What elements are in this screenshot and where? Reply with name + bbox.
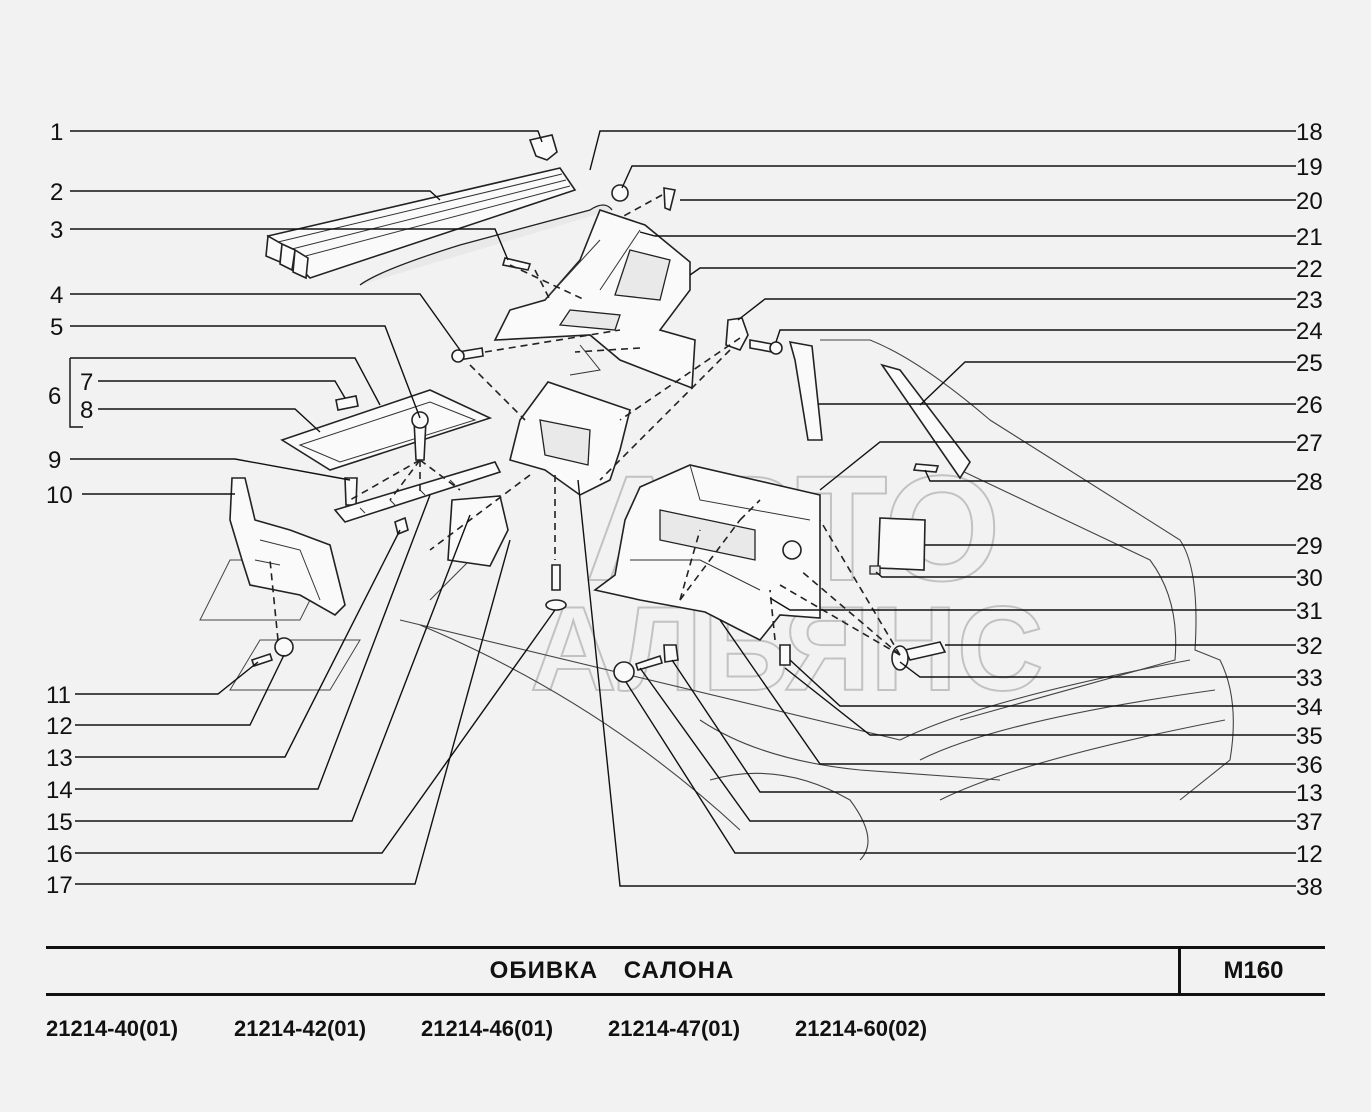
parts-diagram: АВТО АЛЬЯНС (46, 119, 1323, 901)
callout-4: 4 (50, 282, 63, 309)
model-code: 21214-40(01) (46, 1016, 179, 1041)
part-sill-strip-15 (333, 461, 502, 523)
callout-8: 8 (80, 397, 93, 424)
callout-3: 3 (50, 217, 63, 244)
part-screw-16 (551, 564, 561, 591)
diagram-code: М160 (1178, 949, 1326, 993)
vehicle-body-outline (399, 339, 1234, 861)
part-screw-24 (749, 339, 773, 353)
callout-7: 7 (80, 369, 93, 396)
callout-13-right: 13 (1296, 780, 1323, 807)
callout-17: 17 (46, 872, 73, 899)
callout-18: 18 (1296, 119, 1323, 146)
callout-36: 36 (1296, 752, 1323, 779)
part-speaker-grille (782, 540, 802, 560)
part-pillar-trim-21-22 (493, 209, 696, 390)
callout-11: 11 (46, 682, 71, 709)
callout-24: 24 (1296, 318, 1323, 345)
callout-15: 15 (46, 809, 73, 836)
callout-38: 38 (1296, 874, 1323, 901)
part-screw-3 (501, 257, 532, 271)
callout-32: 32 (1296, 633, 1323, 660)
callout-30: 30 (1296, 565, 1323, 592)
part-nut-13 (663, 644, 679, 663)
callout-37: 37 (1296, 809, 1323, 836)
callout-13: 13 (46, 745, 73, 772)
part-screw-28 (912, 463, 940, 473)
model-code: 21214-47(01) (608, 1016, 741, 1041)
callout-12-right: 12 (1296, 841, 1323, 868)
part-side-panel-38 (509, 381, 631, 496)
part-shelf-6 (280, 389, 493, 471)
callout-9: 9 (48, 447, 61, 474)
callout-5: 5 (50, 314, 63, 341)
callout-22: 22 (1296, 256, 1323, 283)
part-seal-strip-2 (265, 167, 577, 280)
model-code: 21214-46(01) (421, 1016, 554, 1041)
part-screw-head-4 (451, 349, 465, 363)
assembly-arrows (269, 194, 901, 656)
part-rod-18 (359, 204, 613, 286)
part-screw-9 (344, 477, 358, 506)
leader-lines (69, 130, 1296, 887)
callout-1: 1 (50, 119, 63, 146)
part-cap-12 (274, 637, 294, 657)
part-panel-29 (877, 517, 926, 571)
callout-16: 16 (46, 841, 73, 868)
part-clip-1 (528, 134, 558, 161)
callout-33: 33 (1296, 665, 1323, 692)
callout-25: 25 (1296, 350, 1323, 377)
callout-2: 2 (50, 179, 63, 206)
part-plug-30 (869, 565, 881, 575)
part-arch-trim-10 (229, 477, 346, 616)
callout-35: 35 (1296, 723, 1323, 750)
callout-21: 21 (1296, 224, 1323, 251)
callouts-left: 1 2 3 4 5 6 7 8 9 10 11 12 13 14 15 16 1… (46, 119, 93, 899)
part-screw-head-5 (411, 411, 429, 429)
part-screw-20 (663, 187, 676, 212)
part-clip-14 (394, 516, 409, 536)
page-title: ОБИВКА САЛОНА (489, 957, 735, 984)
callout-20: 20 (1296, 188, 1323, 215)
callout-31: 31 (1296, 598, 1323, 625)
callout-28: 28 (1296, 469, 1323, 496)
part-side-trim-27 (593, 464, 821, 642)
part-cap-37 (613, 661, 635, 683)
part-cover-17 (447, 495, 509, 567)
callout-10: 10 (46, 482, 73, 509)
callout-6: 6 (48, 383, 61, 410)
callout-34: 34 (1296, 694, 1323, 721)
part-screw-37 (634, 654, 663, 671)
part-screw-head-24 (769, 341, 783, 355)
part-trim-strip-26 (788, 340, 823, 441)
model-code: 21214-60(02) (795, 1016, 928, 1041)
callout-12: 12 (46, 713, 73, 740)
callout-26: 26 (1296, 392, 1323, 419)
callouts-right: 18 19 20 21 22 23 24 25 26 27 28 29 30 3… (1296, 119, 1323, 901)
callout-19: 19 (1296, 154, 1323, 181)
part-washer-16 (545, 599, 567, 611)
model-list: 21214-40(01) 21214-42(01) 21214-46(01) 2… (46, 1012, 1046, 1046)
part-trim-strip-25 (880, 363, 971, 480)
part-screw-33 (779, 644, 791, 666)
callout-14: 14 (46, 777, 73, 804)
callout-27: 27 (1296, 430, 1323, 457)
model-code: 21214-42(01) (234, 1016, 367, 1041)
callout-23: 23 (1296, 287, 1323, 314)
part-plug-7 (335, 395, 359, 411)
callout-29: 29 (1296, 533, 1323, 560)
part-cap-19 (611, 184, 629, 202)
title-block: ОБИВКА САЛОНА М160 (46, 946, 1325, 996)
